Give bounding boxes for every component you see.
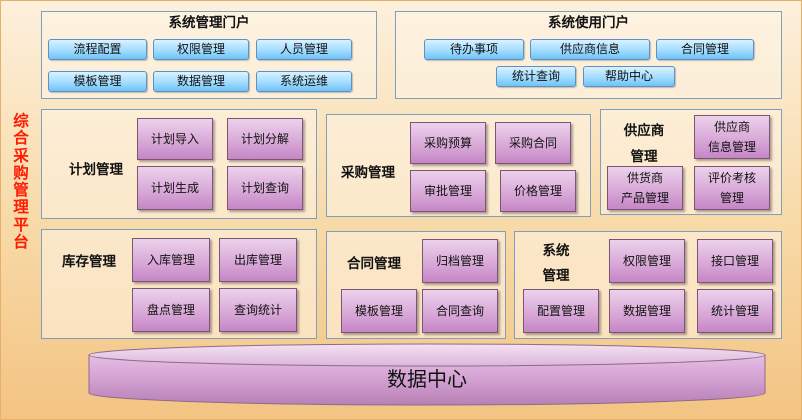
purchase-item-approval: 审批管理: [410, 170, 486, 212]
plan-item-import: 计划导入: [137, 118, 213, 160]
plan-item-query: 计划查询: [227, 166, 303, 210]
system-title-line2: 管理: [542, 268, 570, 284]
admin-item-data: 数据管理: [153, 71, 249, 92]
inventory-title: 库存管理: [62, 254, 116, 270]
user-item-todo: 待办事项: [424, 39, 524, 60]
plan-item-decompose: 计划分解: [227, 118, 303, 160]
admin-item-template: 模板管理: [48, 71, 147, 92]
system-title-line1: 系统: [542, 243, 570, 259]
user-item-contract: 合同管理: [656, 39, 754, 60]
supplier-item-products-line2: 产品管理: [620, 191, 669, 205]
inventory-item-stocktake: 盘点管理: [132, 288, 210, 332]
system-item-config: 配置管理: [523, 289, 599, 333]
user-item-help: 帮助中心: [583, 66, 675, 87]
supplier-item-info: 供应商 信息管理: [694, 115, 770, 159]
admin-item-process-config: 流程配置: [48, 39, 147, 60]
admin-item-ops: 系统运维: [256, 71, 352, 92]
purchase-item-budget: 采购预算: [410, 122, 486, 164]
contract-title: 合同管理: [347, 256, 401, 272]
contract-item-archive: 归档管理: [422, 239, 498, 283]
system-item-interface: 接口管理: [697, 239, 773, 283]
supplier-title-line1: 供应商: [623, 123, 665, 139]
platform-title: 综合采购管理平台: [13, 112, 29, 252]
admin-item-personnel: 人员管理: [256, 39, 352, 60]
inventory-item-inbound: 入库管理: [132, 238, 210, 282]
purchase-item-contract: 采购合同: [495, 122, 571, 164]
data-center-cylinder: [88, 343, 766, 406]
plan-item-generate: 计划生成: [137, 166, 213, 210]
system-item-data: 数据管理: [609, 289, 685, 333]
supplier-item-evaluation-line1: 评价考核: [707, 171, 756, 185]
supplier-item-products-line1: 供货商: [626, 171, 663, 185]
system-item-statistics: 统计管理: [697, 289, 773, 333]
contract-item-template: 模板管理: [341, 289, 417, 333]
admin-portal-title: 系统管理门户: [168, 15, 250, 31]
admin-item-permission: 权限管理: [153, 39, 249, 60]
inventory-item-outbound: 出库管理: [219, 238, 297, 282]
supplier-title-line2: 管理: [630, 149, 658, 165]
supplier-item-evaluation-line2: 管理: [719, 191, 744, 205]
supplier-item-evaluation: 评价考核 管理: [694, 166, 770, 210]
data-center-label: 数据中心: [387, 367, 467, 391]
system-item-permission: 权限管理: [609, 239, 685, 283]
supplier-item-info-line1: 供应商: [713, 120, 750, 134]
user-item-statistics: 统计查询: [496, 66, 576, 87]
supplier-item-products: 供货商 产品管理: [607, 166, 683, 210]
plan-title: 计划管理: [69, 162, 123, 178]
user-item-supplier-info: 供应商信息: [530, 39, 650, 60]
supplier-item-info-line2: 信息管理: [707, 140, 756, 154]
inventory-item-query-stats: 查询统计: [219, 288, 297, 332]
purchase-item-price: 价格管理: [500, 170, 576, 212]
purchase-title: 采购管理: [341, 165, 395, 181]
contract-item-query: 合同查询: [422, 289, 498, 333]
user-portal-title: 系统使用门户: [548, 15, 629, 31]
